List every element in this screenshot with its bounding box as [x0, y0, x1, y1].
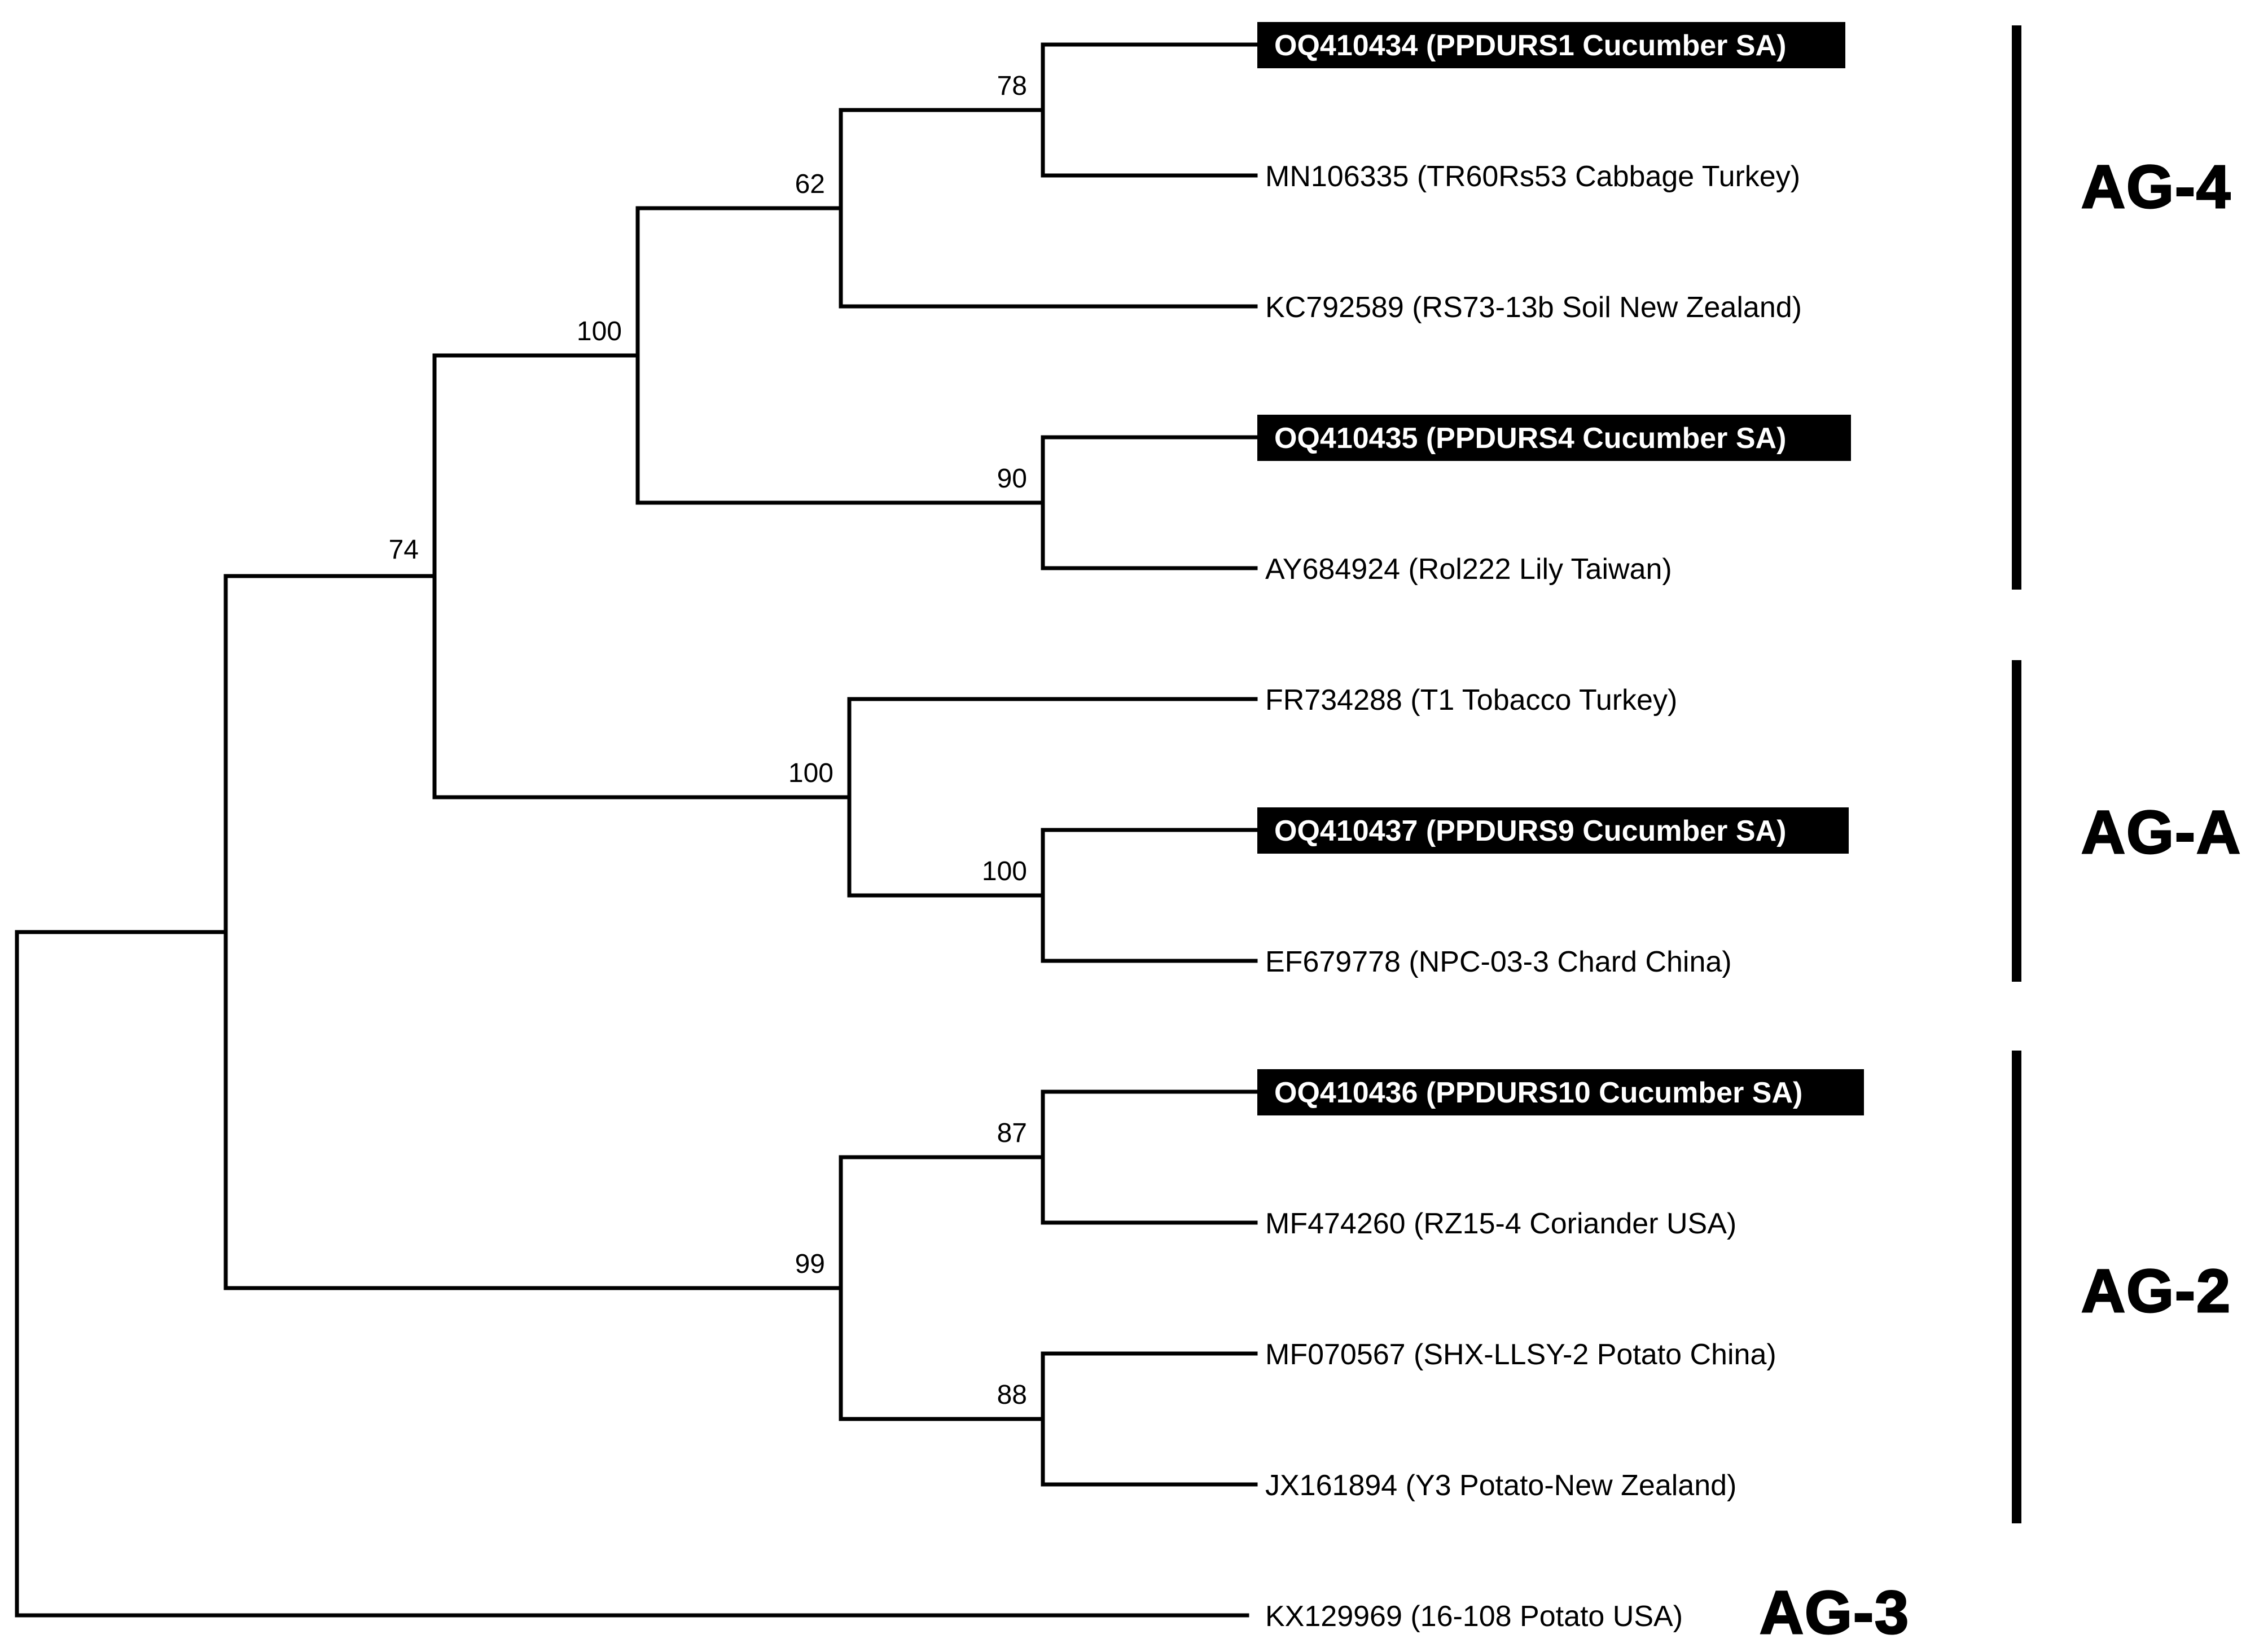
group-label-aga: AG-A [2081, 798, 2241, 866]
group-label-ag3: AG-3 [1760, 1578, 1910, 1646]
taxon-label-ay684924: AY684924 (Rol222 Lily Taiwan) [1265, 553, 1672, 586]
taxon-label-oq410434: OQ410434 (PPDURS1 Cucumber SA) [1274, 29, 1786, 62]
taxon-label-mf070567: MF070567 (SHX-LLSY-2 Potato China) [1265, 1338, 1776, 1371]
taxon-label-kc792589: KC792589 (RS73-13b Soil New Zealand) [1265, 291, 1802, 324]
taxon-label-jx161894: JX161894 (Y3 Potato-New Zealand) [1265, 1469, 1736, 1502]
bootstrap-78: 78 [997, 71, 1027, 101]
bootstrap-100-inner: 100 [982, 856, 1027, 886]
taxon-highlight-box-oq410437 [1257, 807, 1849, 854]
taxon-label-mn106335: MN106335 (TR60Rs53 Cabbage Turkey) [1265, 160, 1800, 193]
taxon-label-oq410437: OQ410437 (PPDURS9 Cucumber SA) [1274, 815, 1786, 847]
bootstrap-100-ag4: 100 [577, 317, 622, 346]
bootstrap-90: 90 [997, 464, 1027, 494]
group-label-ag2: AG-2 [2081, 1256, 2231, 1325]
taxon-highlight-box-oq410434 [1257, 22, 1845, 68]
bootstrap-100-aga: 100 [788, 758, 834, 788]
group-bar-aga [2012, 660, 2021, 982]
group-bar-ag4 [2012, 25, 2021, 590]
bootstrap-74: 74 [389, 535, 419, 565]
taxon-label-fr734288: FR734288 (T1 Tobacco Turkey) [1265, 684, 1677, 717]
taxon-label-oq410436: OQ410436 (PPDURS10 Cucumber SA) [1274, 1077, 1802, 1109]
group-bar-ag2 [2012, 1051, 2021, 1523]
bootstrap-87: 87 [997, 1118, 1027, 1148]
bootstrap-62: 62 [795, 169, 825, 199]
taxon-highlight-box-oq410435 [1257, 415, 1851, 461]
bootstrap-99: 99 [795, 1249, 825, 1279]
taxon-label-ef679778: EF679778 (NPC-03-3 Chard China) [1265, 946, 1732, 978]
taxon-highlight-box-oq410436 [1257, 1069, 1864, 1115]
group-label-ag4: AG-4 [2081, 152, 2231, 221]
taxon-label-kx129969: KX129969 (16-108 Potato USA) [1265, 1600, 1683, 1633]
taxon-label-oq410435: OQ410435 (PPDURS4 Cucumber SA) [1274, 422, 1786, 455]
bootstrap-88: 88 [997, 1380, 1027, 1410]
taxon-label-mf474260: MF474260 (RZ15-4 Coriander USA) [1265, 1207, 1736, 1240]
